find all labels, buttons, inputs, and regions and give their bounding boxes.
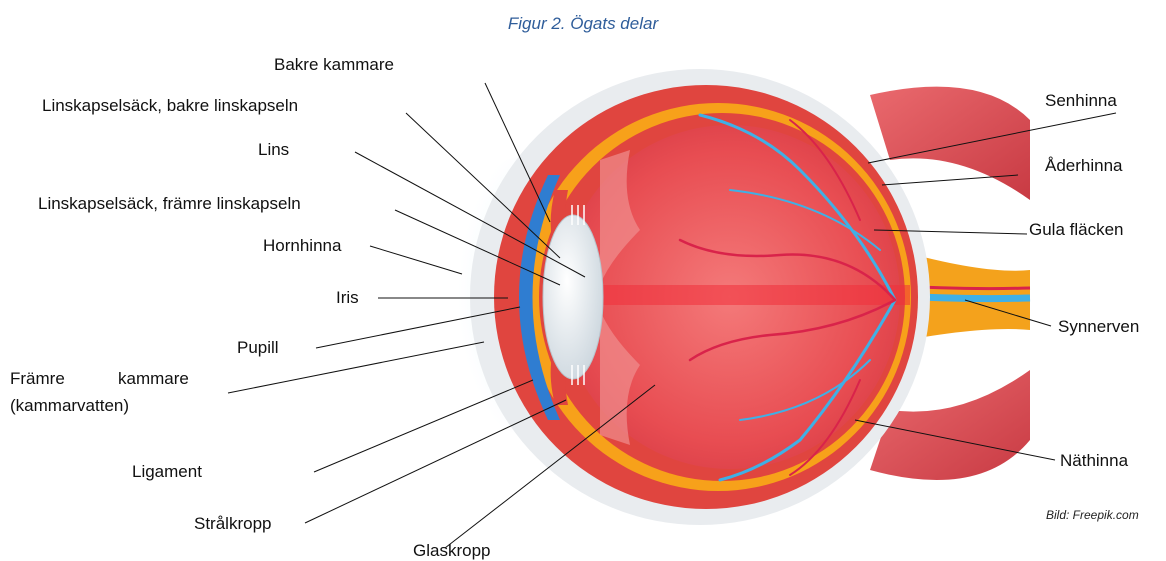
label-synnerven: Synnerven <box>1058 317 1139 337</box>
label-framre-kammare-b: kammare <box>118 369 189 389</box>
label-gula-flacken: Gula fläcken <box>1029 220 1124 240</box>
label-aderhinna: Åderhinna <box>1045 156 1123 176</box>
label-stralkropp: Strålkropp <box>194 514 271 534</box>
label-linskapselsack-framre: Linskapselsäck, främre linskapseln <box>38 194 301 214</box>
image-credit: Bild: Freepik.com <box>1046 508 1139 522</box>
label-senhinna: Senhinna <box>1045 91 1117 111</box>
label-kammarvatten: (kammarvatten) <box>10 396 129 416</box>
label-linskapselsack-bakre: Linskapselsäck, bakre linskapseln <box>42 96 298 116</box>
label-hornhinna: Hornhinna <box>263 236 341 256</box>
label-nathinna: Näthinna <box>1060 451 1128 471</box>
label-glaskropp: Glaskropp <box>413 541 490 561</box>
label-ligament: Ligament <box>132 462 202 482</box>
label-lins: Lins <box>258 140 289 160</box>
label-pupill: Pupill <box>237 338 279 358</box>
label-framre-kammare-a: Främre <box>10 369 65 389</box>
label-bakre-kammare: Bakre kammare <box>274 55 394 75</box>
label-iris: Iris <box>336 288 359 308</box>
